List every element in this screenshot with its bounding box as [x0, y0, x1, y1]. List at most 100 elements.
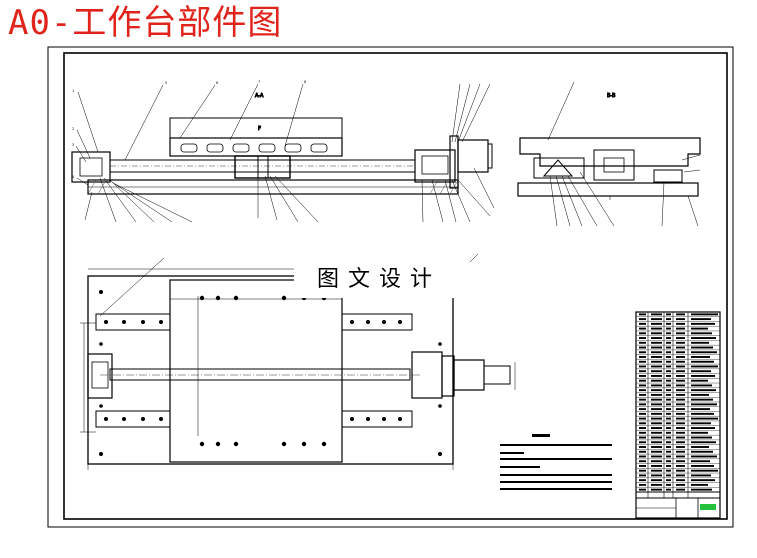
parts-list-entry-mark — [639, 460, 646, 463]
parts-list-entry-mark — [676, 408, 685, 411]
parts-list-entry-mark — [651, 465, 662, 467]
parts-list-entry-mark — [676, 351, 685, 354]
parts-list-entry-mark — [676, 322, 685, 325]
parts-list-entry-mark — [676, 436, 685, 439]
parts-list-entry-mark — [651, 403, 662, 406]
svg-text:4: 4 — [72, 175, 75, 179]
parts-list-entry-mark — [666, 346, 671, 349]
parts-list-entry-mark — [639, 417, 646, 420]
parts-list-entry-mark — [639, 332, 646, 335]
parts-list-entry-mark — [666, 351, 671, 354]
parts-list-entry-mark — [651, 417, 662, 420]
parts-list-entry-mark — [639, 318, 646, 321]
parts-list-entry-mark — [676, 365, 685, 368]
parts-list-entry-mark — [651, 441, 662, 444]
parts-list-entry-mark — [666, 389, 671, 392]
parts-list — [635, 311, 721, 519]
svg-text:2: 2 — [72, 127, 74, 131]
parts-list-entry-mark — [691, 346, 713, 349]
parts-list-entry-mark — [651, 422, 662, 425]
parts-list-entry-mark — [666, 403, 671, 406]
parts-list-entry-mark — [666, 365, 671, 368]
parts-list-entry-mark — [666, 375, 671, 377]
svg-text:8: 8 — [304, 80, 306, 84]
parts-list-entry-mark — [639, 474, 646, 477]
parts-list-entry-mark — [691, 384, 712, 387]
parts-list-entry-mark — [691, 446, 709, 448]
parts-list-entry-mark — [651, 351, 662, 354]
parts-list-entry-mark — [691, 483, 708, 486]
parts-list-entry-mark — [639, 398, 646, 401]
parts-list-entry-mark — [691, 356, 710, 358]
svg-text:7: 7 — [258, 80, 260, 84]
parts-list-entry-mark — [666, 384, 671, 387]
parts-list-entry-mark — [691, 337, 716, 339]
parts-list-entry-mark — [666, 455, 671, 458]
parts-list-entry-mark — [691, 379, 708, 382]
parts-list-entry-mark — [676, 379, 685, 382]
parts-list-entry-mark — [639, 455, 646, 458]
parts-list-entry-mark — [676, 318, 685, 321]
parts-list-entry-mark — [666, 360, 671, 363]
parts-list-entry-mark — [651, 318, 662, 321]
parts-list-entry-mark — [666, 422, 671, 425]
parts-list-entry-mark — [639, 356, 646, 358]
parts-list-entry-mark — [691, 327, 708, 330]
parts-list-entry-mark — [691, 436, 712, 439]
parts-list-entry-mark — [676, 327, 685, 330]
parts-list-entry-mark — [691, 313, 718, 316]
parts-list-entry-mark — [676, 398, 685, 401]
parts-list-rows — [636, 313, 720, 491]
parts-list-entry-mark — [666, 446, 671, 448]
parts-list-entry-mark — [666, 356, 671, 358]
parts-list-entry-mark — [691, 360, 714, 363]
parts-list-entry-mark — [676, 370, 685, 373]
parts-list-entry-mark — [691, 318, 711, 321]
parts-list-entry-mark — [639, 450, 646, 453]
parts-list-entry-mark — [691, 441, 716, 444]
parts-list-entry-mark — [666, 441, 671, 444]
parts-list-entry-mark — [639, 346, 646, 349]
parts-list-entry-mark — [639, 469, 646, 472]
parts-list-entry-mark — [676, 469, 685, 472]
parts-list-entry-mark — [666, 370, 671, 373]
parts-list-entry-mark — [676, 341, 685, 344]
parts-list-entry-mark — [639, 341, 646, 344]
parts-list-entry-mark — [676, 431, 685, 434]
section-b-label: B-B — [607, 93, 616, 99]
parts-list-entry-mark — [651, 488, 662, 491]
parts-list-entry-mark — [639, 375, 646, 377]
parts-list-entry-mark — [651, 322, 662, 325]
parts-list-entry-mark — [676, 474, 685, 477]
parts-list-entry-mark — [639, 483, 646, 486]
parts-list-entry-mark — [676, 455, 685, 458]
parts-list-entry-mark — [639, 337, 646, 339]
parts-list-entry-mark — [691, 465, 714, 467]
drawing-frame — [47, 46, 734, 528]
parts-list-entry-mark — [639, 408, 646, 411]
parts-list-entry-mark — [676, 479, 685, 482]
parts-list-entry-mark — [676, 313, 685, 316]
parts-list-entry-mark — [666, 460, 671, 463]
parts-list-entry-mark — [651, 436, 662, 439]
parts-list-entry-mark — [666, 474, 671, 477]
parts-list-entry-mark — [651, 427, 662, 429]
parts-list-entry-mark — [666, 488, 671, 491]
technical-notes — [500, 434, 612, 490]
parts-list-entry-mark — [651, 474, 662, 477]
parts-list-entry-mark — [651, 332, 662, 335]
parts-list-entry-mark — [666, 483, 671, 486]
parts-list-entry-mark — [639, 412, 646, 415]
parts-list-entry-mark — [676, 393, 685, 396]
parts-list-entry-mark — [651, 483, 662, 486]
parts-list-entry-mark — [691, 393, 709, 396]
section-view-b: B-B — [517, 81, 701, 227]
parts-list-entry-mark — [676, 483, 685, 486]
parts-list-entry-mark — [691, 365, 718, 368]
parts-list-entry-mark — [691, 460, 710, 463]
parts-list-entry-mark — [666, 322, 671, 325]
drawing-title: A0-工作台部件图 — [8, 3, 283, 43]
parts-list-entry-mark — [676, 337, 685, 339]
parts-list-entry-mark — [676, 360, 685, 363]
parts-list-entry-mark — [691, 488, 712, 491]
